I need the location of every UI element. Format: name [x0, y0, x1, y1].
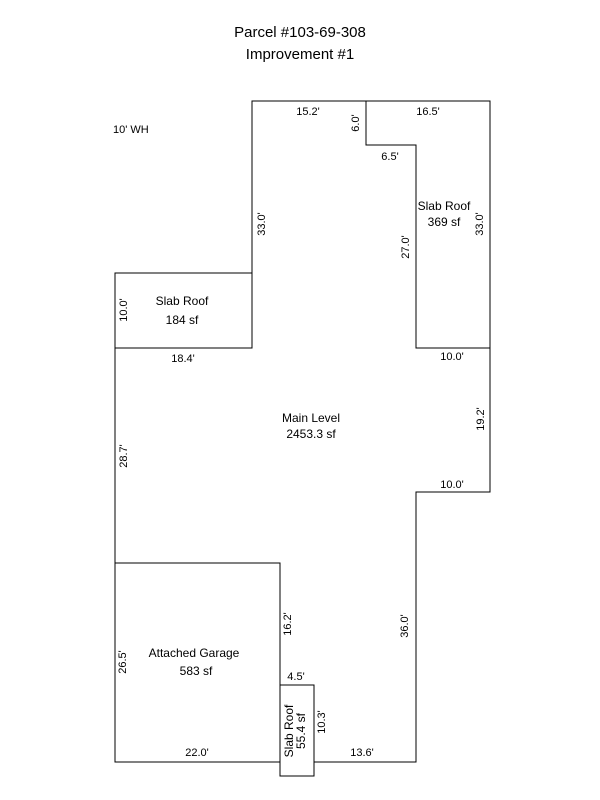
dim-slab-left-width: 18.4' — [171, 353, 195, 365]
slab-roof-small-outline — [279, 684, 315, 777]
main-level-size: 2453.3 sf — [286, 427, 336, 441]
dim-upper-left-height: 33.0' — [256, 212, 268, 236]
dim-bottom-right-width: 13.6' — [350, 747, 374, 759]
dim-garage-width: 22.0' — [185, 747, 209, 759]
dim-slab-right-outer-height: 33.0' — [474, 212, 486, 236]
dim-garage-height: 26.5' — [117, 650, 129, 674]
dim-slab-right-inner-height: 27.0' — [400, 235, 412, 259]
dim-right-top-ledge: 10.0' — [440, 351, 464, 363]
dim-small-slab-width: 4.5' — [287, 671, 304, 683]
dim-notch-depth: 6.0' — [350, 114, 362, 131]
parcel-title: Parcel #103-69-308 — [234, 24, 366, 41]
wall-height-note: 10' WH — [113, 124, 149, 136]
attached-garage-label: Attached Garage — [149, 646, 240, 660]
dim-main-left-height: 28.7' — [118, 444, 130, 468]
dim-lower-right-height: 36.0' — [399, 614, 411, 638]
improvement-title: Improvement #1 — [245, 46, 355, 63]
slab-roof-right-size: 369 sf — [428, 215, 461, 229]
dim-right-bump-height: 19.2' — [475, 407, 487, 431]
slab-roof-left-outline — [114, 272, 253, 349]
slab-roof-left-size: 184 sf — [166, 313, 199, 327]
dim-slab-left-height: 10.0' — [118, 298, 130, 322]
dim-garage-inner-height: 16.2' — [282, 612, 294, 636]
slab-roof-right-label: Slab Roof — [418, 199, 471, 213]
dim-top-right-width: 16.5' — [416, 106, 440, 118]
slab-roof-left-label: Slab Roof — [156, 294, 209, 308]
slab-roof-small-size: 55.4 sf — [294, 712, 308, 749]
dim-top-left-width: 15.2' — [296, 106, 320, 118]
attached-garage-outline — [114, 562, 281, 763]
slab-roof-right-outline — [365, 100, 491, 349]
dim-right-bottom-ledge: 10.0' — [440, 479, 464, 491]
dim-small-slab-height: 10.3' — [316, 710, 328, 734]
slab-roof-small-label: Slab Roof — [282, 704, 296, 757]
dim-notch-width: 6.5' — [381, 151, 398, 163]
main-level-label: Main Level — [282, 411, 340, 425]
attached-garage-size: 583 sf — [180, 664, 213, 678]
